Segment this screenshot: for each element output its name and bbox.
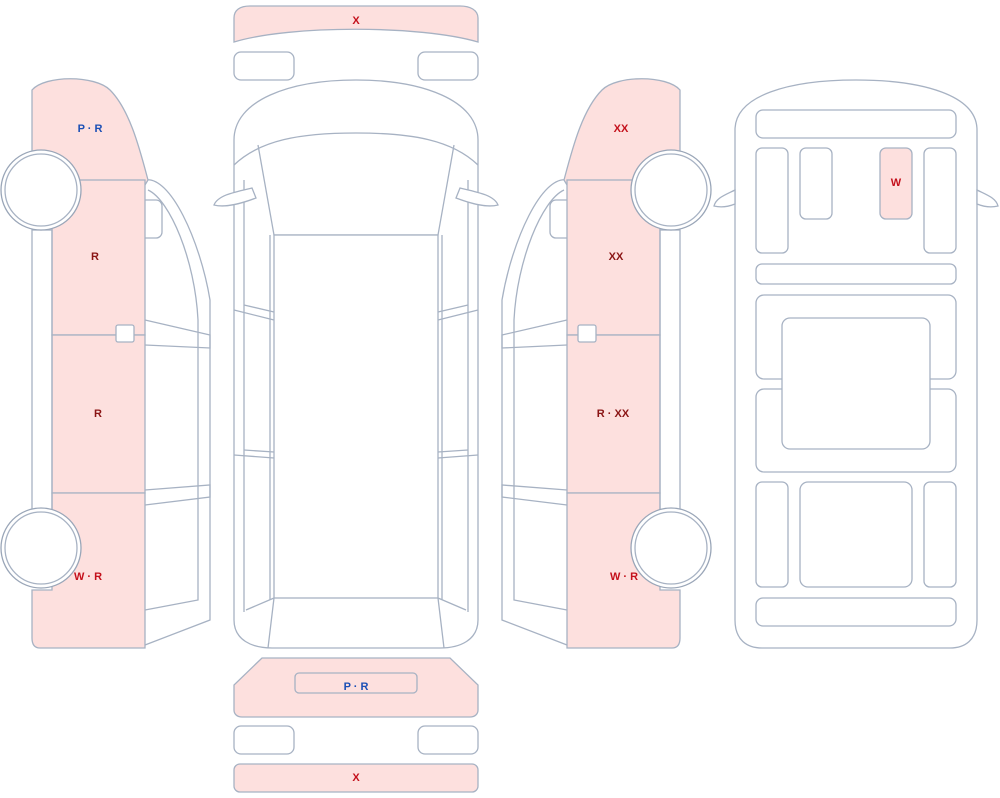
roof-panel[interactable] (273, 234, 439, 599)
front-bumper-panel[interactable] (233, 5, 479, 43)
front-right-headlight[interactable] (417, 51, 479, 81)
right-rocker-strip (659, 229, 681, 511)
right-rear-quarter-label: W · R (610, 571, 638, 583)
rear-right-seat[interactable] (923, 481, 957, 588)
rear-right-taillight[interactable] (417, 725, 479, 755)
rear-license-plate[interactable] (294, 672, 418, 694)
right-side-body-outline (501, 179, 568, 646)
left-rocker-strip (31, 229, 53, 511)
left-pillar-lines (233, 304, 275, 459)
left-front-door-label: R (91, 251, 99, 263)
left-front-fender-label: P · R (78, 123, 103, 135)
interior-view: W (713, 79, 999, 649)
roof-second-row-right-seat-label: W (891, 177, 902, 189)
left-roof-rail (243, 180, 271, 612)
right-rear-door-panel[interactable] (566, 334, 661, 494)
rear-bumper-plate-label: P · R (344, 681, 369, 693)
left-rear-door-label: R (94, 408, 102, 420)
rear-trunk-sill[interactable] (755, 597, 957, 627)
windshield (233, 132, 479, 166)
left-side-view: P · R R R W · R (0, 78, 211, 649)
left-rear-door-panel[interactable] (51, 334, 146, 494)
right-front-wheel-rim (634, 153, 708, 227)
right-front-fender-label: XX (614, 123, 629, 135)
right-door-handle[interactable] (577, 324, 597, 343)
right-roof-rail (441, 180, 469, 612)
interior-left-mirror[interactable] (713, 188, 736, 208)
top-right-mirror[interactable] (455, 187, 499, 207)
left-side-window-frame (144, 189, 199, 611)
right-side-pillar-c (501, 484, 568, 506)
second-row-divider[interactable] (755, 263, 957, 285)
right-front-wheel[interactable] (630, 149, 712, 231)
left-rear-quarter-label: W · R (74, 571, 102, 583)
front-console[interactable] (799, 147, 833, 220)
right-rear-door-label: R · XX (597, 408, 630, 420)
left-rear-wheel[interactable] (0, 507, 82, 589)
left-front-wheel[interactable] (0, 149, 82, 231)
right-pillar-lines (437, 304, 479, 459)
front-left-seat[interactable] (755, 147, 789, 254)
left-door-handle[interactable] (115, 324, 135, 343)
front-right-seat[interactable] (923, 147, 957, 254)
right-side-window-frame (513, 189, 568, 611)
interior-right-mirror[interactable] (976, 188, 999, 208)
rear-bumper-lower-panel[interactable] (233, 763, 479, 793)
right-rear-wheel-rim (634, 511, 708, 585)
rear-left-taillight[interactable] (233, 725, 295, 755)
left-rear-wheel-rim (4, 511, 78, 585)
front-right-seat-area[interactable] (879, 147, 913, 220)
top-left-mirror[interactable] (213, 187, 257, 207)
rear-left-seat[interactable] (755, 481, 789, 588)
right-side-pillar-b (501, 319, 568, 349)
right-rear-wheel[interactable] (630, 507, 712, 589)
cargo-area[interactable] (799, 481, 913, 588)
right-front-door-label: XX (609, 251, 624, 263)
dashboard[interactable] (755, 109, 957, 139)
front-bumper-label: X (352, 15, 360, 27)
sunroof-panel[interactable] (781, 317, 931, 450)
left-side-pillar-b (144, 319, 211, 349)
front-left-headlight[interactable] (233, 51, 295, 81)
left-side-pillar-c (144, 484, 211, 506)
right-side-view: XX XX R · XX W · R (501, 78, 712, 649)
rear-window-frame (245, 597, 467, 649)
left-side-body-outline (144, 179, 211, 646)
rear-bumper-lower-label: X (352, 772, 360, 784)
front-top-view: X P · R X (213, 5, 499, 793)
left-front-wheel-rim (4, 153, 78, 227)
